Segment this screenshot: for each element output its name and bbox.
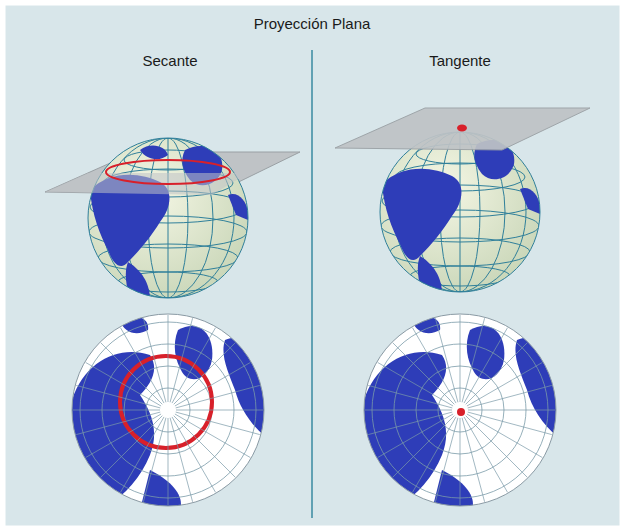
secant-map xyxy=(60,314,270,510)
meridian-line xyxy=(393,343,455,405)
meridian-line xyxy=(143,318,166,402)
meridian-line xyxy=(73,410,160,411)
meridian-line xyxy=(466,343,528,405)
meridian-line xyxy=(393,416,455,478)
meridian-line xyxy=(176,412,260,435)
meridian-line xyxy=(468,385,552,408)
meridian-line xyxy=(413,328,457,403)
meridian-line xyxy=(121,328,165,403)
meridian-line xyxy=(174,343,236,405)
title: Proyección Plana xyxy=(254,15,371,32)
meridian-line xyxy=(413,417,457,492)
meridian-line xyxy=(435,418,458,502)
meridian-line xyxy=(460,315,461,402)
map-graticule xyxy=(73,315,555,505)
meridian-line xyxy=(460,418,461,505)
meridian-line xyxy=(86,414,161,458)
meridian-line xyxy=(435,318,458,402)
meridian-line xyxy=(121,417,165,492)
meridian-line xyxy=(468,410,555,411)
meridian-line xyxy=(365,410,452,411)
meridian-line xyxy=(143,418,166,502)
meridian-line xyxy=(464,417,508,492)
meridian-line xyxy=(176,385,260,408)
secant-globe xyxy=(45,138,300,300)
tangent-map xyxy=(352,314,562,510)
column-label: Secante xyxy=(142,52,197,69)
tangent-globe xyxy=(335,108,590,294)
meridian-line xyxy=(168,418,169,505)
meridian-line xyxy=(101,416,163,478)
meridian-line xyxy=(175,414,250,458)
meridian-line xyxy=(368,385,452,408)
meridian-line xyxy=(170,318,193,402)
meridian-line xyxy=(174,416,236,478)
meridian-line xyxy=(76,412,160,435)
meridian-line xyxy=(368,412,452,435)
meridian-line xyxy=(467,414,542,458)
meridian-line xyxy=(462,318,485,402)
meridian-line xyxy=(466,416,528,478)
meridian-line xyxy=(76,385,160,408)
meridian-line xyxy=(468,412,552,435)
meridian-line xyxy=(168,315,169,402)
meridian-line xyxy=(462,418,485,502)
panel xyxy=(4,4,621,527)
meridian-line xyxy=(467,363,542,407)
meridian-line xyxy=(378,414,453,458)
meridian-line xyxy=(172,417,216,492)
meridian-line xyxy=(176,410,263,411)
meridian-line xyxy=(378,363,453,407)
meridian-line xyxy=(175,363,250,407)
meridian-line xyxy=(101,343,163,405)
column-label: Tangente xyxy=(429,52,491,69)
meridian-line xyxy=(86,363,161,407)
meridian-line xyxy=(172,328,216,403)
meridian-line xyxy=(464,328,508,403)
divider xyxy=(311,50,313,518)
meridian-line xyxy=(170,418,193,502)
